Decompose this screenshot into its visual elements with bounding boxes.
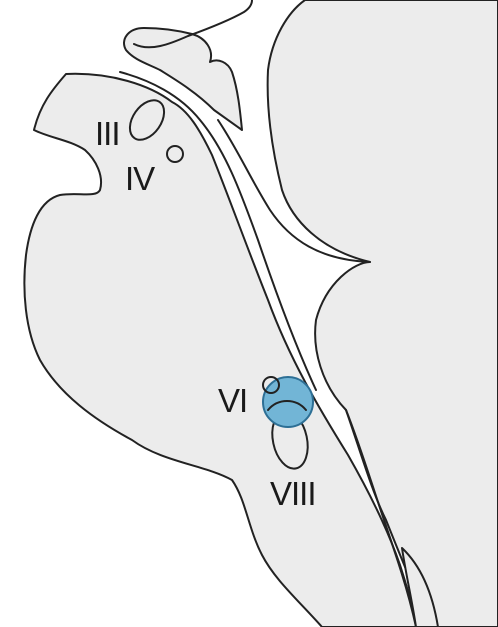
label-VIII: VIII xyxy=(270,475,316,512)
label-IV: IV xyxy=(125,160,155,197)
label-III: III xyxy=(95,115,120,152)
label-VI: VI xyxy=(218,382,247,419)
